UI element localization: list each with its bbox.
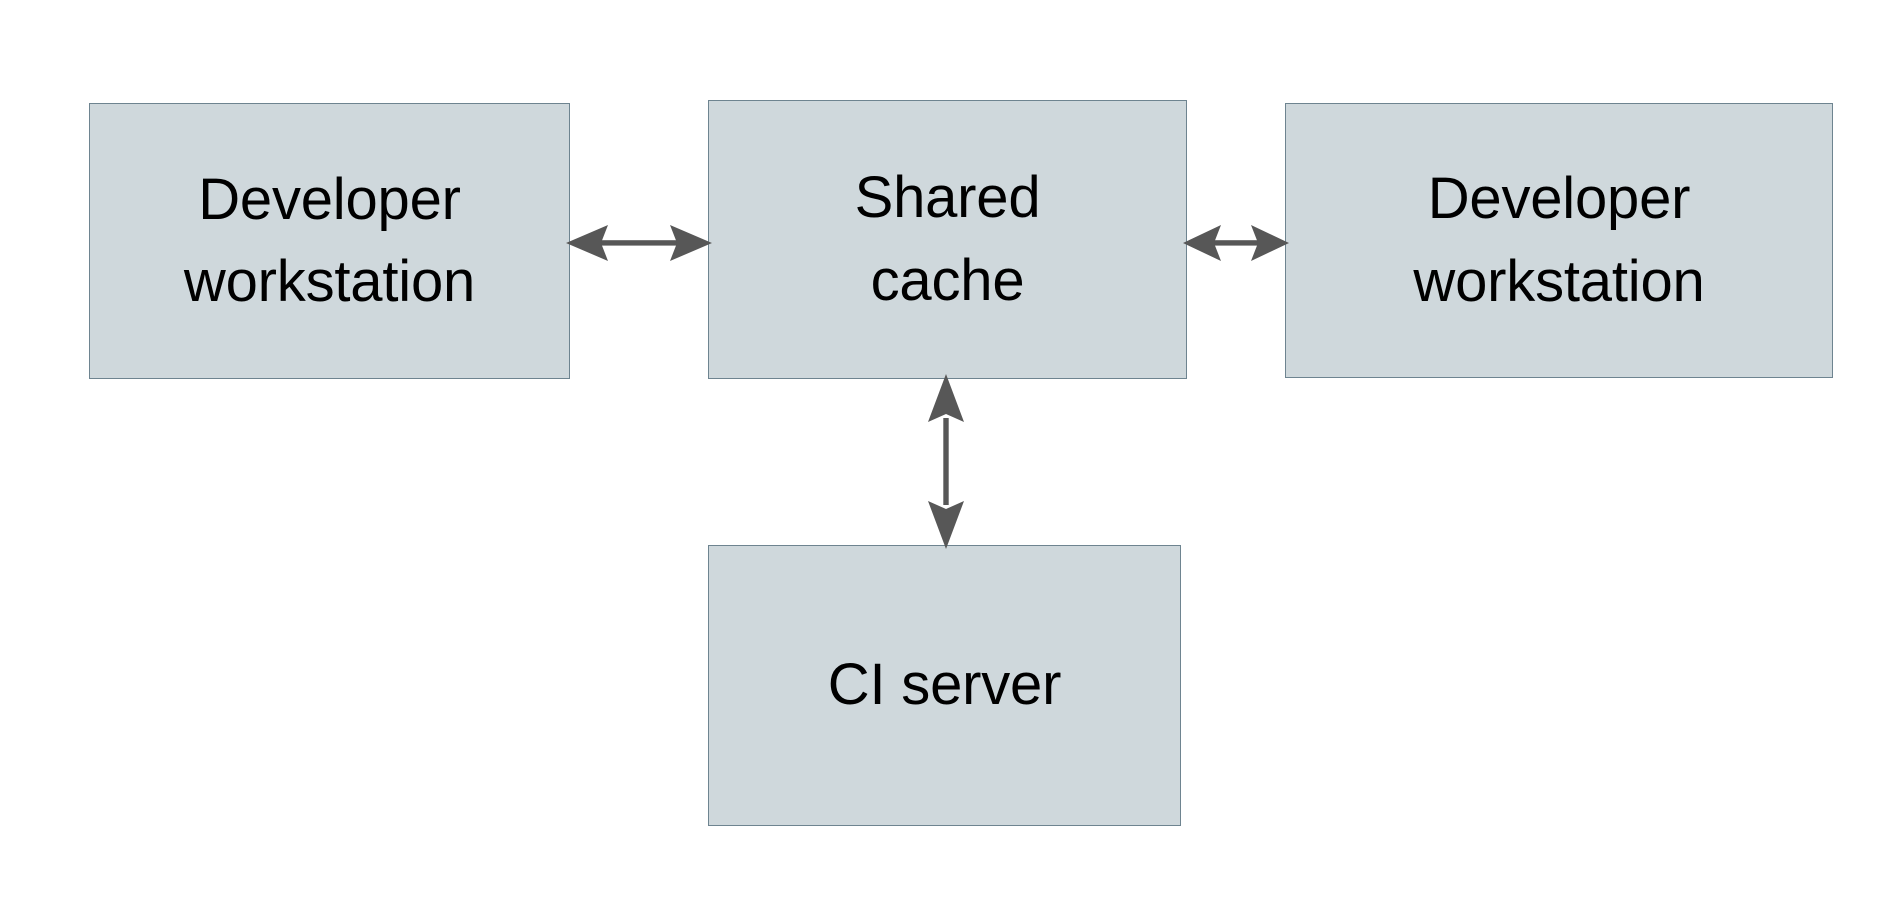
- node-developer-workstation-right[interactable]: Developer workstation: [1285, 103, 1833, 378]
- double-headed-arrow-icon: [566, 225, 712, 261]
- double-headed-arrow-icon: [1183, 225, 1289, 261]
- node-label-ci-server: CI server: [827, 652, 1062, 718]
- double-headed-arrow-icon: [928, 374, 964, 549]
- node-developer-workstation-left[interactable]: Developer workstation: [89, 103, 570, 379]
- node-shared-cache[interactable]: Shared cache: [708, 100, 1187, 379]
- edge-developer-left-to-shared-cache[interactable]: [566, 212, 712, 274]
- node-label-developer-workstation-right: Developer workstation: [1413, 166, 1705, 314]
- node-label-developer-workstation-left: Developer workstation: [183, 166, 476, 314]
- node-ci-server[interactable]: CI server: [708, 545, 1181, 826]
- edge-shared-cache-to-ci-server[interactable]: [915, 374, 977, 549]
- edge-shared-cache-to-developer-right[interactable]: [1183, 212, 1289, 274]
- node-label-shared-cache: Shared cache: [854, 165, 1041, 313]
